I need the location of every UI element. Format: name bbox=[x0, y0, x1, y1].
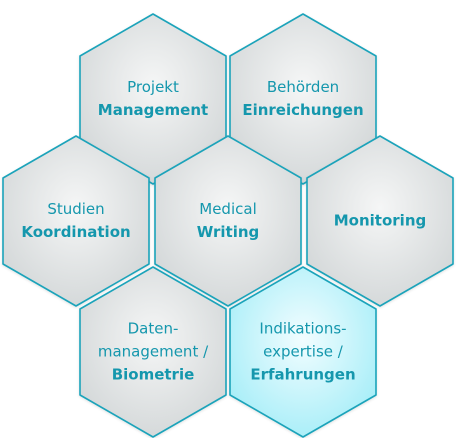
hex-label-line: Studien bbox=[47, 200, 104, 218]
hex-label-line: Einreichungen bbox=[242, 101, 363, 119]
hex-label-line: Medical bbox=[199, 200, 256, 218]
hex-label-line: Projekt bbox=[127, 78, 179, 96]
hexagon-shape bbox=[229, 266, 377, 438]
hex-label-line: Behörden bbox=[267, 78, 339, 96]
hex-label-line: expertise / bbox=[263, 343, 344, 361]
hex-label-line: Monitoring bbox=[334, 212, 426, 230]
hex-label-line: Indikations- bbox=[259, 320, 346, 338]
hex-label-line: Writing bbox=[197, 223, 260, 241]
hex-label-line: Koordination bbox=[21, 223, 130, 241]
hex-cell-monitoring[interactable]: Monitoring bbox=[306, 135, 454, 307]
hexagon-shape bbox=[229, 13, 377, 185]
hexagon-shape bbox=[154, 135, 302, 307]
hex-label-line: Biometrie bbox=[112, 366, 195, 384]
hexagon-shape bbox=[306, 135, 454, 307]
hex-label-line: management / bbox=[98, 343, 209, 361]
hexagon-shape bbox=[79, 13, 227, 185]
hex-label-line: Daten- bbox=[128, 320, 179, 338]
hex-cell-indikationsexpertise-erfahrungen[interactable]: Indikations-expertise / Erfahrungen bbox=[229, 266, 377, 438]
hexagon-shape bbox=[2, 135, 150, 307]
hex-label-line: Management bbox=[98, 101, 208, 119]
hex-label-line: Erfahrungen bbox=[250, 366, 355, 384]
hex-cell-datenmanagement-biometrie[interactable]: Daten-management / Biometrie bbox=[79, 266, 227, 438]
hexagon-shape bbox=[79, 266, 227, 438]
